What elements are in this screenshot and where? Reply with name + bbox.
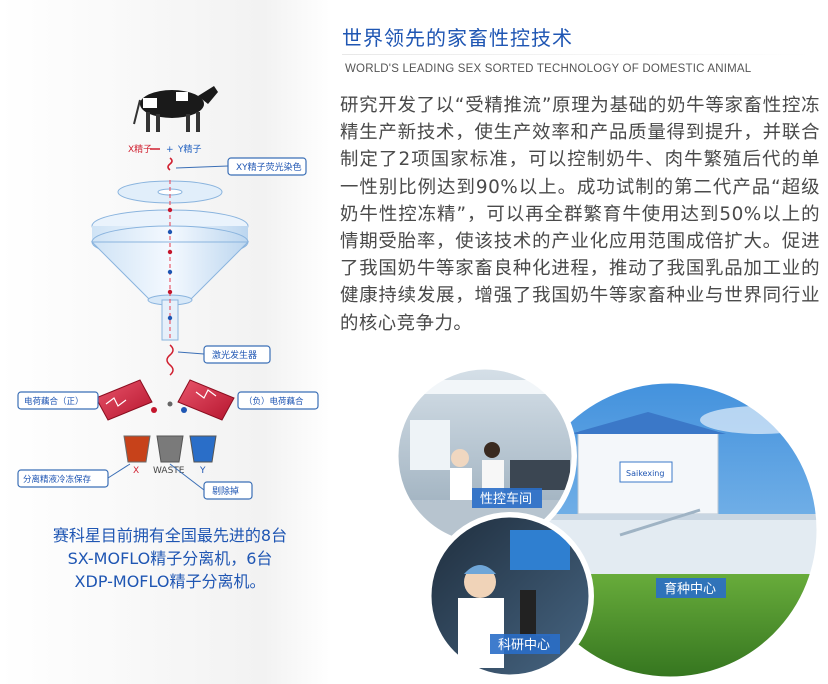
xy-stain-label: XY精子荧光染色 — [236, 161, 302, 173]
x-sperm-label: X精子 — [128, 143, 152, 155]
cow-icon — [133, 86, 218, 132]
discard-line — [169, 463, 205, 491]
left-panel: X精子 Y精子 + XY精子荧光染色 — [0, 0, 330, 684]
discard-box — [203, 481, 253, 500]
sign-text: Saikexing — [626, 469, 664, 478]
y-sperm-label: Y精子 — [177, 143, 202, 155]
freeze-line — [107, 463, 131, 479]
waste-droplet — [167, 401, 173, 407]
tube-x-label: X — [133, 466, 139, 476]
charge-pos-label: 电荷藕合（正） — [24, 396, 84, 407]
research-photo — [426, 512, 594, 680]
photo-collage: Saikexing — [393, 364, 822, 682]
plus-glyph: + — [166, 145, 174, 155]
y-droplet — [181, 407, 187, 413]
breeding-tag-bg — [656, 578, 726, 598]
tube-y-label: Y — [199, 466, 206, 476]
x-droplet — [151, 407, 157, 413]
page-title: 世界领先的家畜性控技术 — [342, 26, 573, 50]
positive-plate — [95, 379, 153, 421]
caption: 赛科星目前拥有全国最先进的8台 SX-MOFLO精子分离机，6台 XDP-MOF… — [20, 524, 320, 593]
laser-box — [203, 345, 271, 364]
charge-pos-box — [17, 391, 99, 410]
negative-plate — [177, 379, 235, 421]
discard-label: 剔除掉 — [212, 485, 239, 497]
sperm-sorting-diagram: X精子 Y精子 + XY精子荧光染色 — [17, 86, 319, 500]
caption-line-2: SX-MOFLO精子分离机，6台 — [67, 549, 273, 568]
caption-line-3: XDP-MOFLO精子分离机。 — [74, 572, 266, 591]
sperm-icon — [167, 157, 173, 171]
freeze-label: 分离精液冷冻保存 — [23, 474, 92, 485]
droplet-stream-icon — [166, 344, 174, 376]
body-paragraph: 研究开发了以“受精推流”原理为基础的奶牛等家畜性控冻精生产新技术，使生产效率和产… — [340, 95, 820, 334]
page-subtitle: WORLD'S LEADING SEX SORTED TECHNOLOGY OF… — [345, 63, 752, 75]
breeding-tag: 育种中心 — [664, 581, 716, 597]
charge-neg-box — [237, 391, 319, 410]
lab-tag: 性控车间 — [480, 491, 532, 507]
research-tag: 科研中心 — [498, 638, 550, 653]
freeze-box — [17, 469, 109, 488]
research-tag-bg — [490, 634, 560, 654]
tube-waste-label: WASTE — [153, 466, 185, 476]
caption-line-1: 赛科星目前拥有全国最先进的8台 — [52, 526, 288, 545]
laser-label: 激光发生器 — [212, 349, 257, 361]
laser-line — [177, 351, 205, 355]
collection-tubes — [123, 435, 217, 463]
lab-tag-bg — [472, 488, 542, 508]
charge-neg-label: （负）电荷藕合 — [244, 396, 304, 407]
droplets — [167, 207, 173, 321]
connector-line — [175, 165, 229, 169]
title-divider — [342, 54, 812, 55]
